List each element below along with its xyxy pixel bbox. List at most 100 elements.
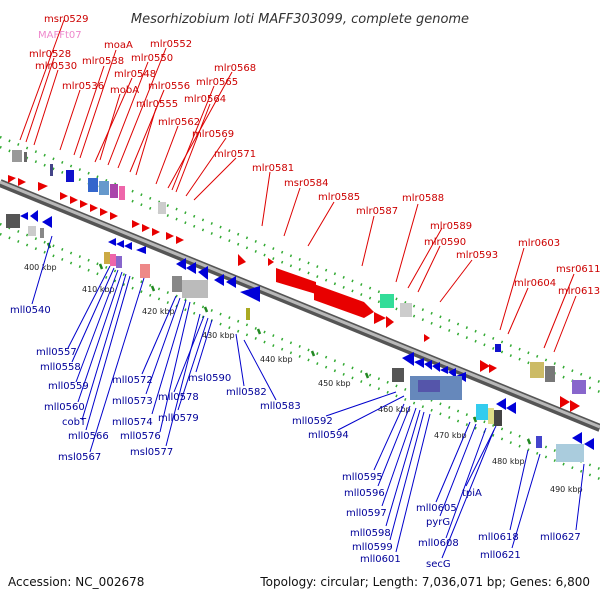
forward-gene xyxy=(110,212,118,220)
kbp-label: 420 kbp xyxy=(142,307,175,316)
gene-label: mll0557 xyxy=(36,347,77,358)
feature-box xyxy=(476,404,488,420)
gene-label: MAFFt07 xyxy=(38,30,82,41)
forward-gene xyxy=(276,268,316,294)
gene-label: mll0578 xyxy=(158,392,199,403)
gene-label: mlr0556 xyxy=(148,81,190,92)
feature-box xyxy=(418,380,440,392)
forward-gene xyxy=(489,364,497,373)
forward-gene xyxy=(70,196,78,204)
feature-box xyxy=(110,254,116,266)
gene-label: mll0618 xyxy=(478,532,519,543)
forward-genes xyxy=(8,175,580,412)
reverse-gene xyxy=(198,266,208,280)
gene-label: msl0590 xyxy=(188,373,231,384)
feature-box xyxy=(6,214,20,228)
forward-gene xyxy=(238,254,246,266)
reverse-gene xyxy=(116,240,124,248)
gene-label: mlr0550 xyxy=(131,53,173,64)
gene-label: mlr0589 xyxy=(430,221,472,232)
gene-label: mll0598 xyxy=(350,528,391,539)
gene-label: mlr0538 xyxy=(82,56,124,67)
accession-text: Accession: NC_002678 xyxy=(8,575,144,589)
gene-label: mll0572 xyxy=(112,375,153,386)
forward-gene-labels: msr0529 MAFFt07 mlr0528 mlr0530 mlr0538 … xyxy=(29,14,600,297)
gene-label: mll0576 xyxy=(120,431,161,442)
forward-gene xyxy=(424,334,430,342)
forward-gene xyxy=(560,396,570,408)
gene-label: mll0627 xyxy=(540,532,581,543)
feature-box xyxy=(182,280,208,298)
gene-label: msr0584 xyxy=(284,178,329,189)
feature-box xyxy=(88,178,98,192)
forward-gene xyxy=(176,236,184,244)
kbp-label: 490 kbp xyxy=(550,485,583,494)
gene-label: mll0597 xyxy=(346,508,387,519)
kbp-label: 430 kbp xyxy=(202,331,235,340)
gene-label: mll0608 xyxy=(418,538,459,549)
reverse-gene xyxy=(108,238,116,246)
gene-label: mlr0536 xyxy=(62,81,104,92)
feature-box xyxy=(50,164,53,176)
gene-label: mll0592 xyxy=(292,416,333,427)
reverse-genes xyxy=(20,210,594,450)
forward-gene xyxy=(166,232,174,240)
gene-label: mll0579 xyxy=(158,413,199,424)
gene-label: msr0529 xyxy=(44,14,89,25)
gene-label: mlr0593 xyxy=(456,250,498,261)
forward-gene xyxy=(570,400,580,412)
feature-box xyxy=(28,226,36,236)
reverse-leader-lines xyxy=(31,235,585,559)
kbp-label: 480 kbp xyxy=(492,457,525,466)
reverse-gene xyxy=(414,358,424,368)
feature-box xyxy=(572,380,586,394)
gene-label: mlr0588 xyxy=(402,193,444,204)
feature-box xyxy=(172,276,182,292)
reverse-gene xyxy=(402,352,414,366)
gene-label: mlr0571 xyxy=(214,149,256,160)
gene-label: mlr0564 xyxy=(184,94,226,105)
gene-label: mll0596 xyxy=(344,488,385,499)
reverse-gene xyxy=(240,286,260,302)
gene-label: mlr0585 xyxy=(318,192,360,203)
gene-label: mlr0569 xyxy=(192,129,234,140)
forward-leader-lines xyxy=(19,19,577,353)
forward-gene xyxy=(18,178,26,186)
forward-gene xyxy=(386,316,394,328)
gene-label: msl0577 xyxy=(130,447,173,458)
feature-box xyxy=(40,228,44,238)
gene-label: mll0601 xyxy=(360,554,401,565)
feature-box xyxy=(392,368,404,382)
feature-box xyxy=(556,444,584,462)
gene-label: mll0540 xyxy=(10,305,51,316)
reverse-gene xyxy=(496,398,506,410)
feature-box xyxy=(380,294,394,308)
reverse-gene xyxy=(124,242,132,250)
reverse-gene xyxy=(30,210,38,222)
reverse-gene xyxy=(424,360,432,370)
feature-box xyxy=(495,344,501,352)
feature-box xyxy=(119,186,125,200)
gene-label: mlr0590 xyxy=(424,237,466,248)
gene-label: mll0595 xyxy=(342,472,383,483)
reverse-gene xyxy=(42,216,52,228)
reverse-gene xyxy=(20,212,28,220)
gene-label: mlr0552 xyxy=(150,39,192,50)
gene-label: tpiA xyxy=(462,488,482,499)
forward-gene xyxy=(480,360,490,372)
forward-gene xyxy=(132,220,140,228)
feature-box xyxy=(116,256,122,268)
gene-label: mlr0604 xyxy=(514,278,556,289)
reverse-gene xyxy=(506,402,516,414)
gene-label: mll0582 xyxy=(226,387,267,398)
feature-box xyxy=(536,436,542,448)
reverse-gene-labels: mll0540 mll0557 mll0558 mll0559 mll0560 … xyxy=(10,305,581,570)
reverse-gene xyxy=(572,432,582,444)
gene-label: mll0621 xyxy=(480,550,521,561)
reverse-gene xyxy=(186,262,196,274)
feature-box xyxy=(494,410,502,426)
feature-box xyxy=(110,184,118,198)
feature-box xyxy=(140,264,150,278)
feature-box xyxy=(24,152,27,162)
gene-label: mll0573 xyxy=(112,396,153,407)
